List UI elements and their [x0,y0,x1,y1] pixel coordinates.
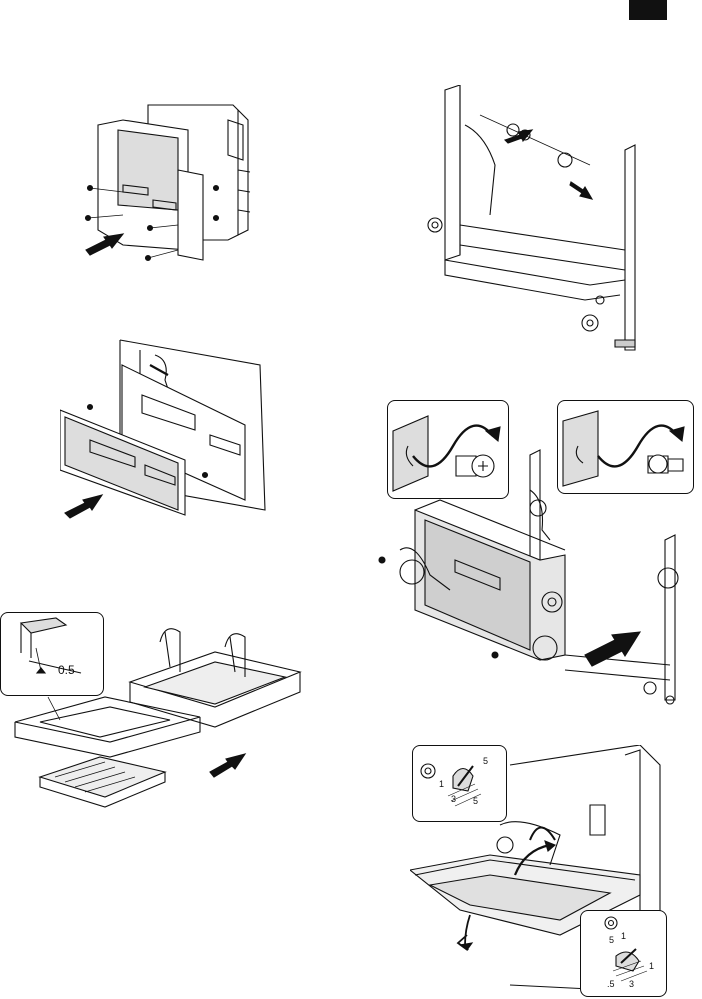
scale-label: 1 [649,961,654,971]
figure-side-cover-removal [78,100,268,265]
callout-lever-scale-top: 1 5 3 5 [412,745,507,822]
figure-rear-cover-removal [60,335,275,525]
callout-screw-detail-right [557,400,694,494]
page-tab-marker [629,0,667,20]
arrow-icon [210,754,245,777]
arrow-icon [86,234,123,255]
scale-label: 3 [451,794,456,804]
dimension-label: 0.5 [58,663,75,677]
figure-frame-removal [420,85,655,355]
scale-label: 3 [629,979,634,989]
scale-label: 5 [609,935,614,945]
scale-label: 1 [439,779,444,789]
scale-label: 5 [473,796,478,806]
arrow-icon [460,943,472,950]
scale-label: 1 [621,931,626,941]
callout-screw-detail-left [387,400,509,499]
arrow-icon [65,495,102,518]
scale-label: 5 [483,756,488,766]
arrow-icon [570,182,592,199]
callout-lever-scale-bottom: 5 1 1 .5 3 [580,910,667,997]
callout-dimension-detail: 0.5 [0,612,104,696]
scale-label: .5 [607,979,615,989]
